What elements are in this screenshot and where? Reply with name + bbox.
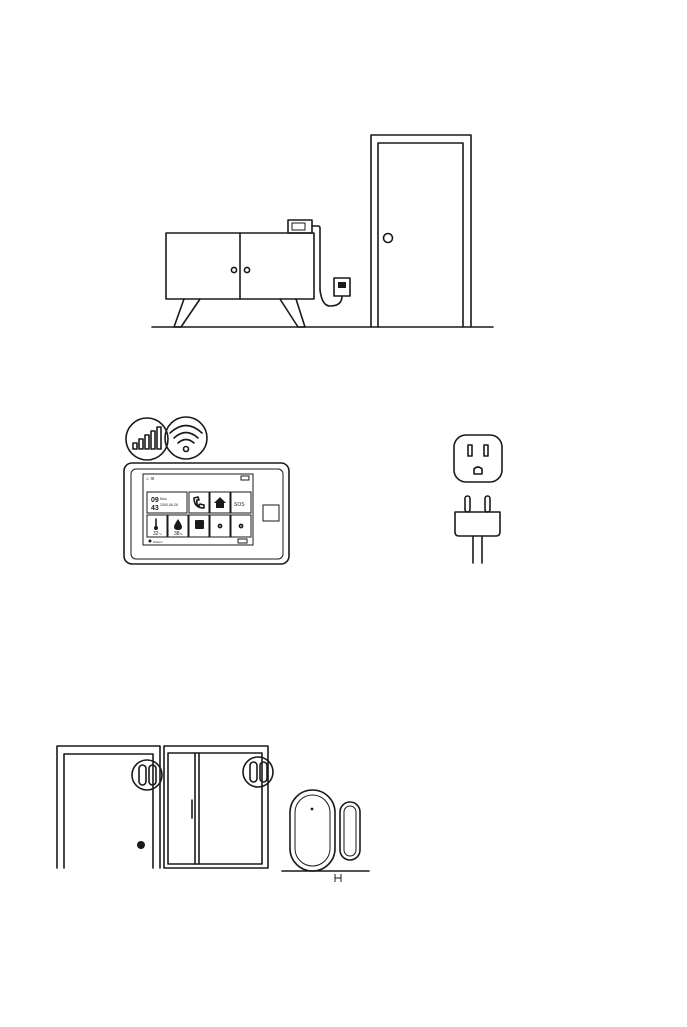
temperature-unit: °c (159, 532, 162, 536)
status-text: Disarm (153, 540, 163, 544)
humidity-unit: % (180, 532, 183, 536)
clock-minute: 43 (151, 505, 159, 512)
humidity-value: 38 (174, 531, 180, 537)
clock-hour: 09 (151, 497, 159, 504)
sos-button-label: SOS (234, 502, 245, 508)
temperature-value: 32 (153, 531, 159, 537)
weekday-label: Mon (160, 497, 167, 501)
date-label: 2000-06-26 (160, 503, 178, 507)
